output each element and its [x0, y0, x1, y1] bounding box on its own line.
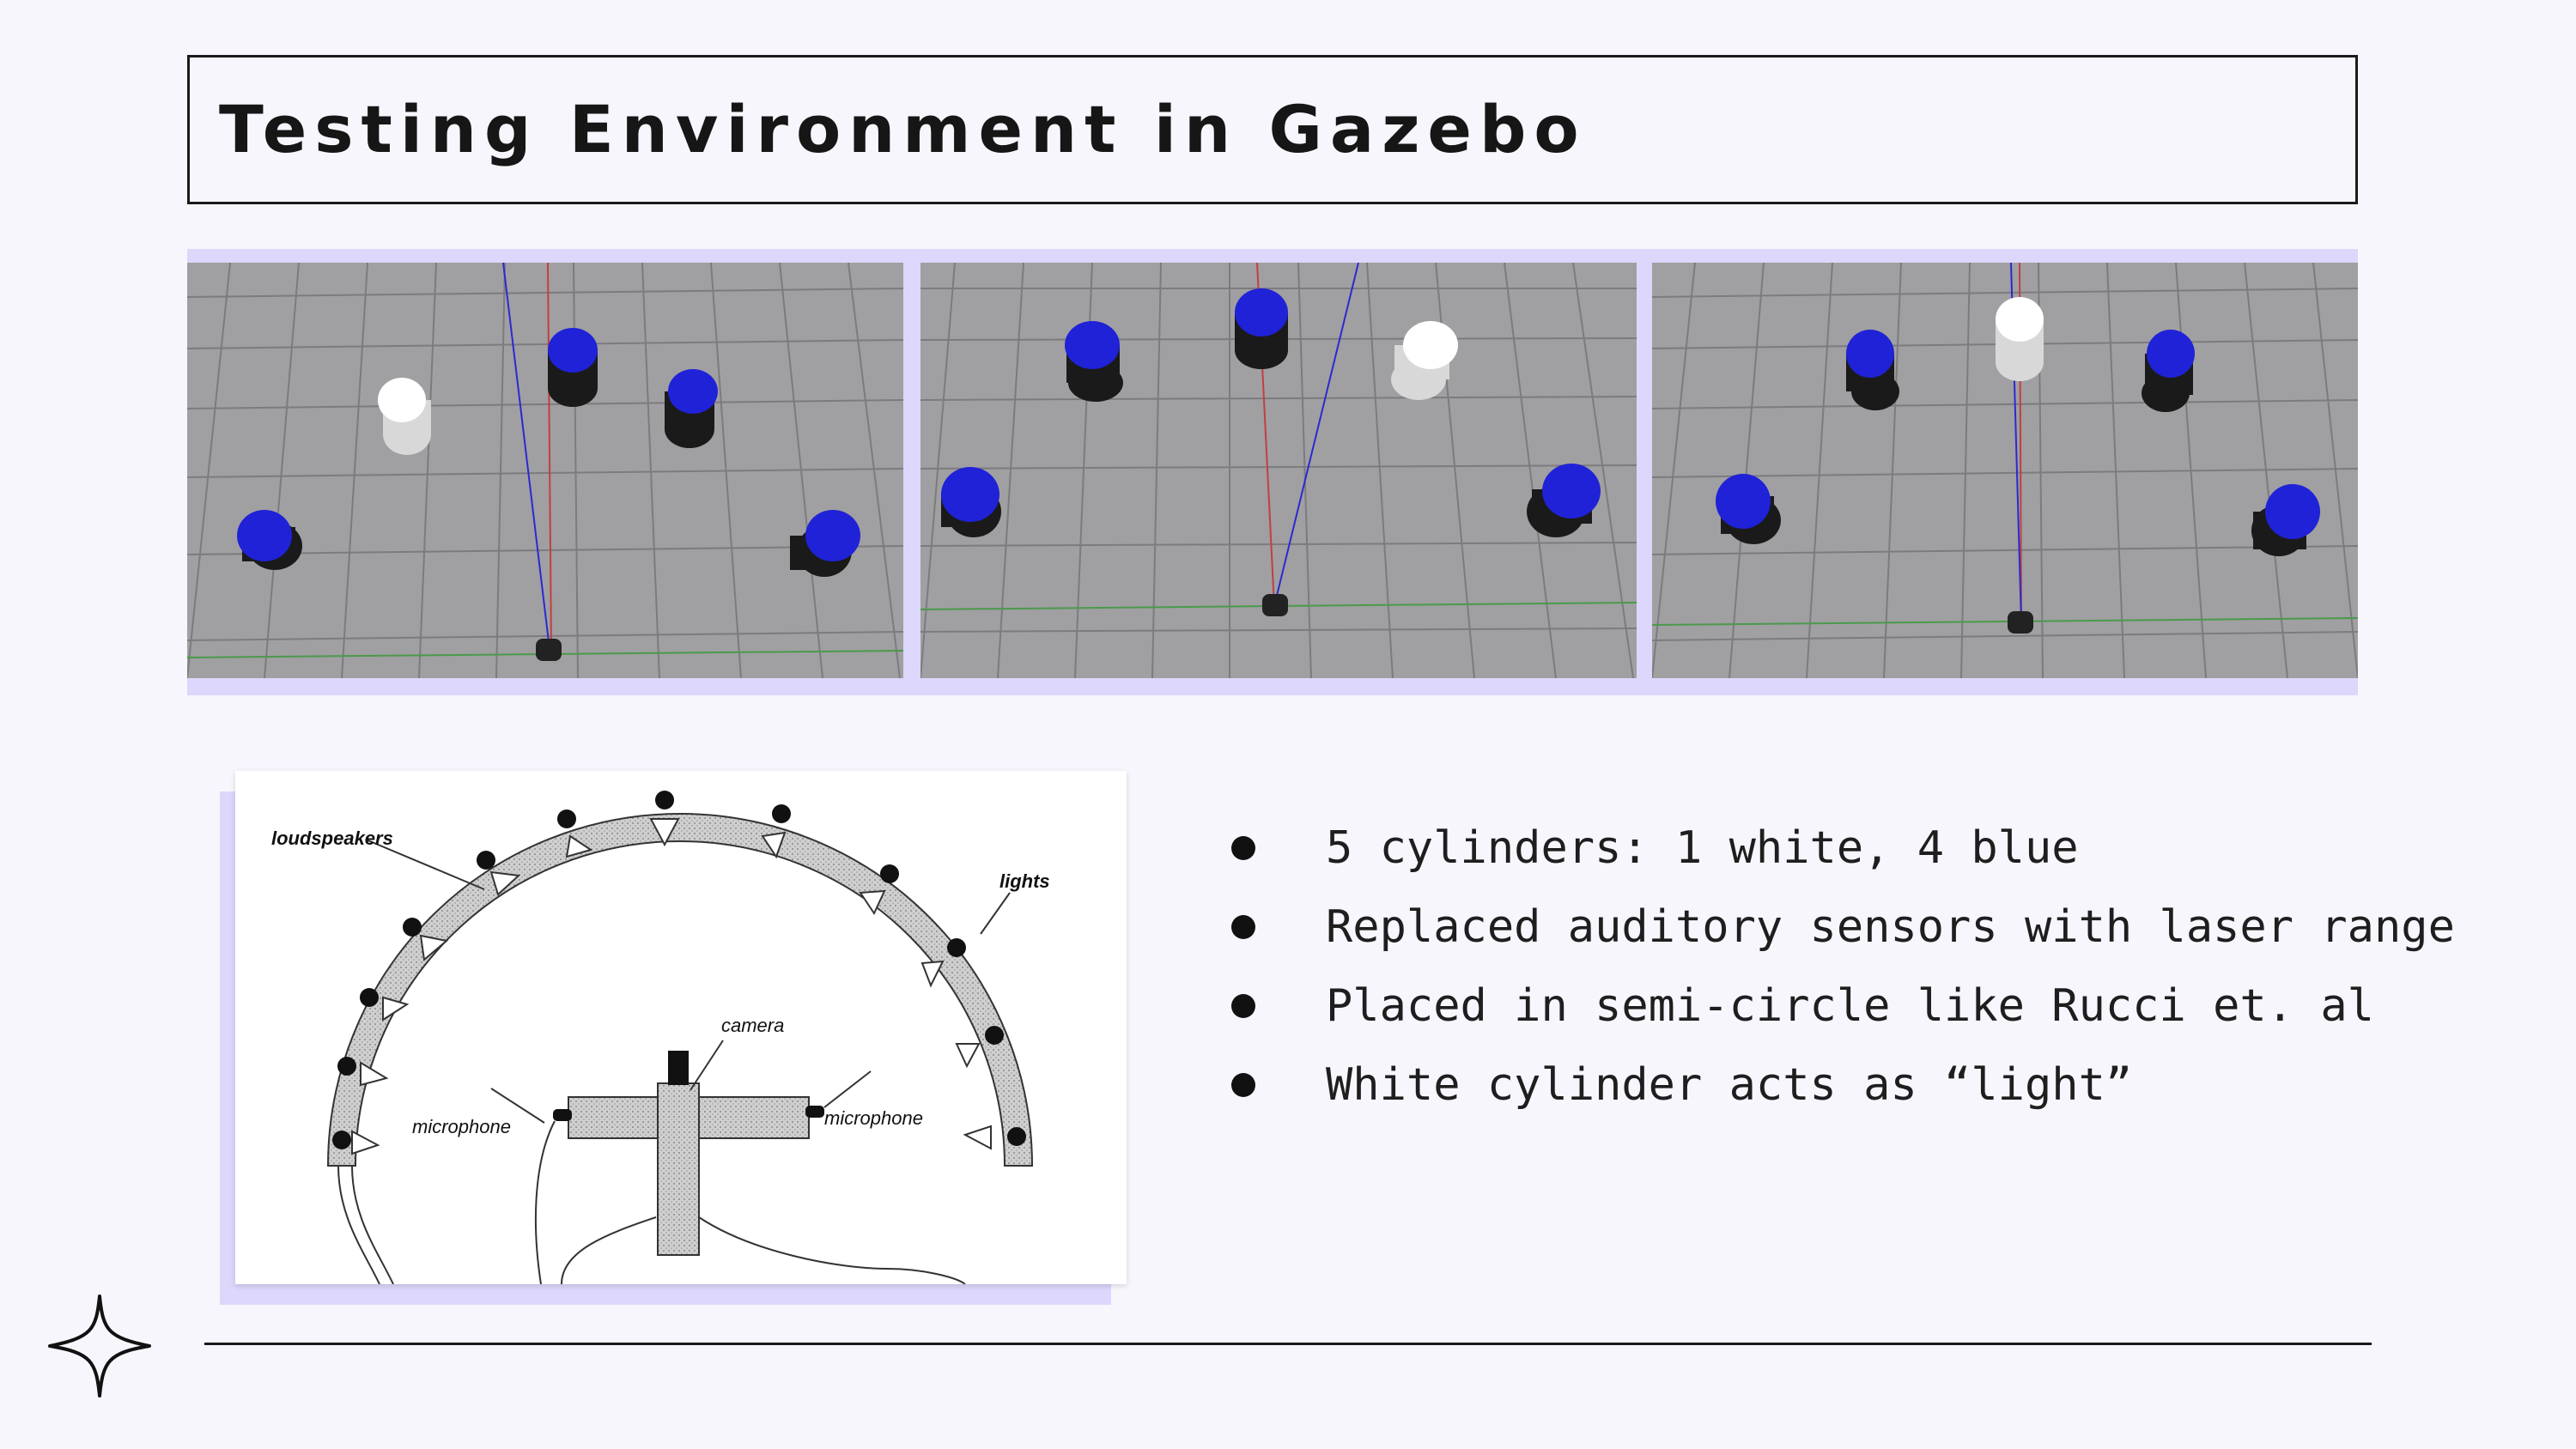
- label-camera: camera: [721, 1015, 784, 1036]
- slide-title: Testing Environment in Gazebo: [219, 91, 1587, 167]
- bullet-text: White cylinder acts as “light”: [1326, 1059, 2133, 1111]
- bullet-item: Replaced auditory sensors with laser ran…: [1219, 888, 2455, 967]
- bullet-dot-icon: [1231, 915, 1255, 939]
- bullet-item: Placed in semi-circle like Rucci et. al: [1219, 967, 2455, 1046]
- label-lights: lights: [999, 870, 1050, 892]
- bullet-dot-icon: [1231, 1073, 1255, 1097]
- gazebo-screenshot-3: [1652, 263, 2358, 678]
- title-box: Testing Environment in Gazebo: [187, 55, 2358, 204]
- gazebo-screenshot-1: [187, 263, 903, 678]
- bullet-item: White cylinder acts as “light”: [1219, 1046, 2455, 1125]
- label-microphone-left: microphone: [412, 1116, 511, 1137]
- bullet-text: Placed in semi-circle like Rucci et. al: [1326, 980, 2374, 1032]
- bullet-dot-icon: [1231, 836, 1255, 860]
- four-point-star-icon: [46, 1293, 153, 1404]
- rucci-setup-diagram: loudspeakers lights camera microphone mi…: [235, 771, 1127, 1285]
- bullet-text: Replaced auditory sensors with laser ran…: [1326, 901, 2455, 953]
- label-microphone-right: microphone: [824, 1107, 923, 1129]
- bullet-dot-icon: [1231, 994, 1255, 1018]
- screenshot-strip: [187, 249, 2358, 695]
- bullet-text: 5 cylinders: 1 white, 4 blue: [1326, 822, 2079, 874]
- bullet-list: 5 cylinders: 1 white, 4 blue Replaced au…: [1219, 809, 2455, 1125]
- label-loudspeakers: loudspeakers: [271, 828, 393, 849]
- loudspeaker-triangles: [351, 818, 992, 1155]
- footer-divider: [204, 1343, 2372, 1345]
- bullet-item: 5 cylinders: 1 white, 4 blue: [1219, 809, 2455, 888]
- lights-dots: [332, 791, 1026, 1149]
- gazebo-screenshot-2: [920, 263, 1637, 678]
